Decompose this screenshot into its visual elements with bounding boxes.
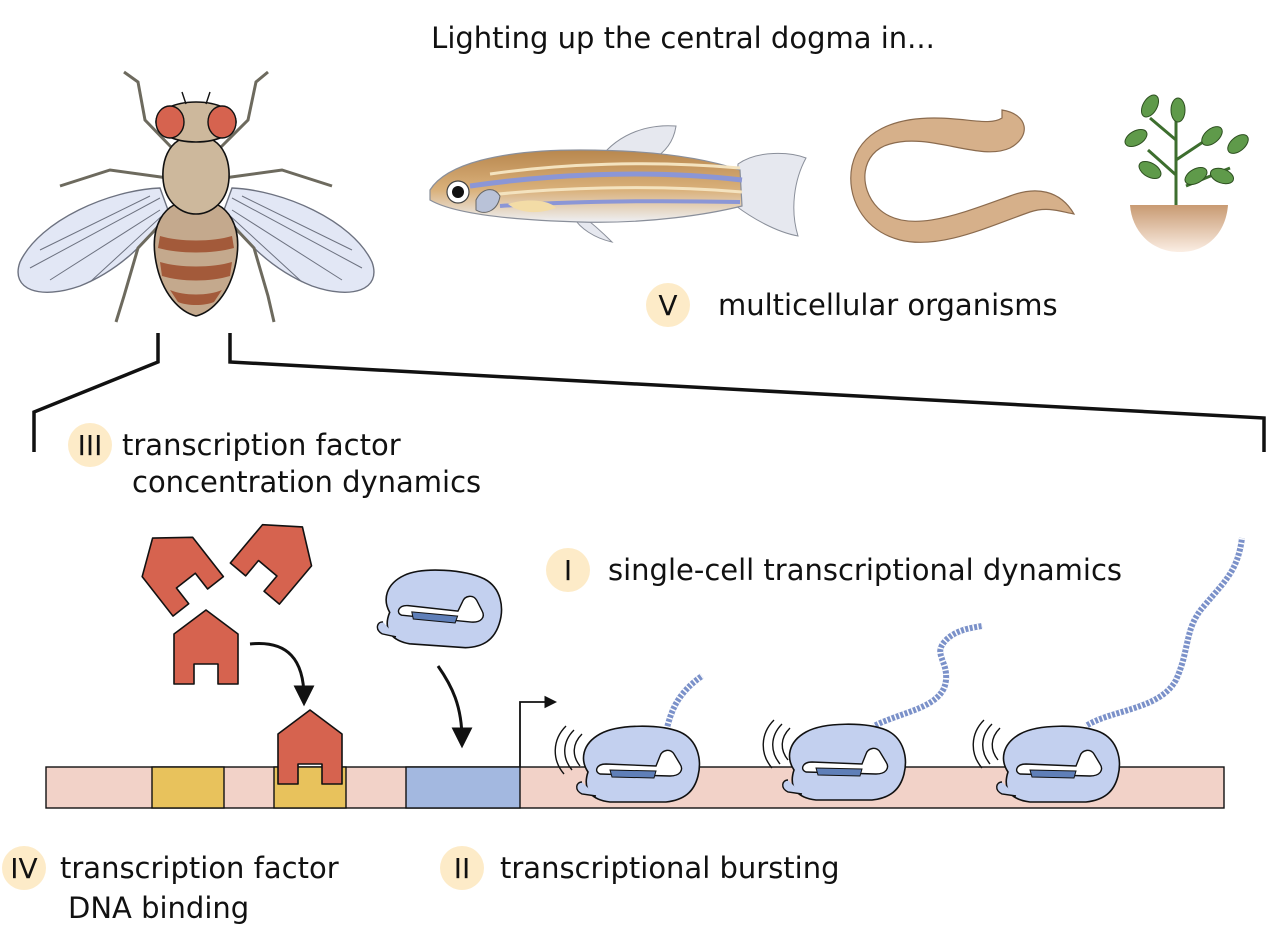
badge-i: [546, 548, 590, 592]
badge-iii-numeral: III: [78, 429, 103, 462]
zebrafish-icon: [429, 125, 807, 243]
badge-i-numeral: I: [564, 554, 572, 587]
tf-free-2: [229, 505, 328, 605]
label-tf-line2: concentration dynamics: [132, 465, 481, 499]
fly-icon: [17, 70, 375, 323]
zoom-bracket-left: [32, 333, 160, 452]
badge-ii: [440, 846, 484, 890]
tf-free-1: [126, 517, 225, 617]
polymerase-free: [375, 565, 505, 651]
promoter: [405, 766, 521, 809]
badge-iv: [2, 846, 46, 890]
zoom-bracket-right: [228, 333, 1266, 452]
rna-stripes: [663, 537, 1245, 733]
tf-free-3: [173, 609, 239, 685]
label-multicellular: multicellular organisms: [718, 288, 1058, 322]
badge-iv-numeral: IV: [10, 852, 37, 885]
badge-v-numeral: V: [658, 289, 677, 322]
badge-ii-numeral: II: [454, 852, 471, 885]
label-bursting: transcriptional bursting: [500, 851, 840, 885]
binding-site-1: [151, 766, 225, 809]
tf-binding-arrow: [249, 642, 315, 707]
plant-icon: [1124, 94, 1249, 252]
tss-arrow: [519, 695, 558, 767]
label-tf-line1: transcription factor: [122, 428, 401, 462]
polymerase-transcribing-2: [762, 719, 907, 801]
badge-iii: [68, 423, 112, 467]
label-binding-line2: DNA binding: [68, 891, 249, 925]
label-single-cell: single-cell transcriptional dynamics: [608, 553, 1122, 587]
badge-v: [646, 283, 690, 327]
label-binding-line1: transcription factor: [60, 851, 339, 885]
worm-icon: [850, 109, 1076, 243]
title: Lighting up the central dogma in...: [431, 21, 935, 55]
polymerase-arrow: [436, 665, 473, 749]
